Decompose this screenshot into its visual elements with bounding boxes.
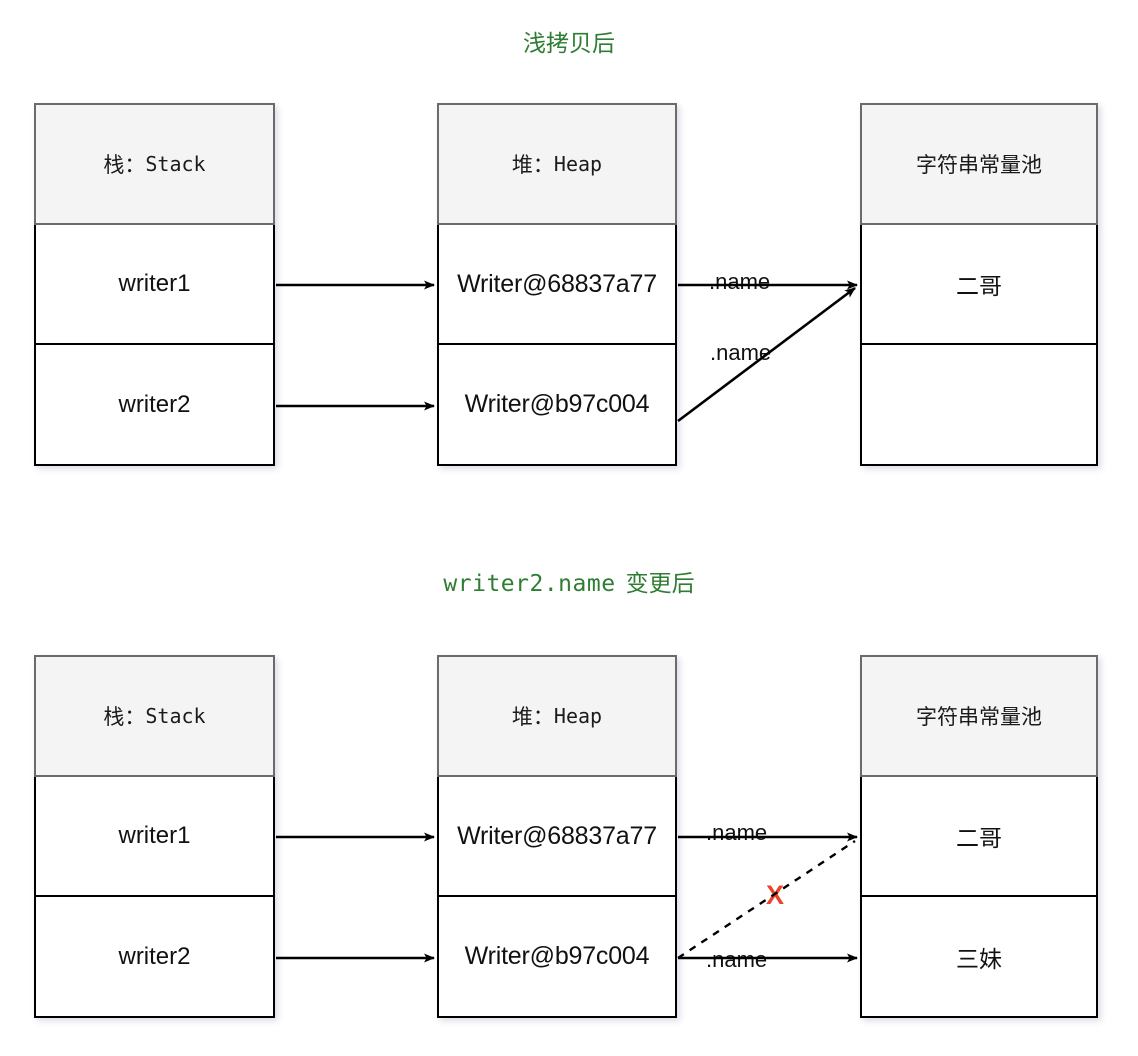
- diagram-1-edge-label-obj2-name: .name: [710, 340, 771, 366]
- diagram-1-edge-label-obj1-name-text: .name: [709, 269, 771, 294]
- diagram-2-heap-header-mono: Heap: [553, 704, 603, 728]
- diagram-2-edge-label-obj1-name: .name: [706, 820, 767, 846]
- diagram-1-heap-header: 堆：Heap: [437, 103, 677, 225]
- diagram-1-heap-row-obj2-label: Writer@b97c004: [464, 390, 650, 418]
- diagram-2-string-pool-row-1-label: 二哥: [956, 825, 1002, 851]
- broken-reference-x-glyph: X: [766, 880, 785, 910]
- diagram-1-title-text: 浅拷贝后: [523, 31, 615, 57]
- broken-reference-x-icon: X: [766, 882, 784, 909]
- diagram-1-string-pool-row-2: [860, 345, 1098, 466]
- diagram-2-stack-header-cjk: 栈：: [103, 706, 146, 729]
- diagram-1-heap-row-obj2: Writer@b97c004: [437, 345, 677, 466]
- diagram-1-string-pool-header: 字符串常量池: [860, 103, 1098, 225]
- diagram-1-stack-header-mono: Stack: [145, 152, 206, 176]
- diagram-2-edge-label-obj2-name: .name: [706, 947, 767, 973]
- diagram-1-heap-row-obj1: Writer@68837a77: [437, 225, 677, 345]
- diagram-1-heap-panel: 堆：Heap Writer@68837a77 Writer@b97c004: [437, 103, 677, 466]
- diagram-1-edge-label-obj1-name: .name: [709, 269, 770, 295]
- diagram-1-heap-row-obj1-label: Writer@68837a77: [457, 269, 657, 298]
- diagram-2-string-pool-row-1: 二哥: [860, 777, 1098, 897]
- diagram-2-heap-header: 堆：Heap: [437, 655, 677, 777]
- diagram-2-title-code: writer2.name: [443, 571, 616, 597]
- diagram-2-stack-row-writer2: writer2: [34, 897, 275, 1018]
- diagram-2-string-pool-panel: 字符串常量池 二哥 三妹: [860, 655, 1098, 1018]
- diagram-2-string-pool-row-2-label: 三妹: [956, 945, 1002, 972]
- diagram-1-stack-panel: 栈：Stack writer1 writer2: [34, 103, 275, 466]
- diagram-2-stack-row-writer1: writer1: [34, 777, 275, 897]
- diagram-1-stack-row-writer1: writer1: [34, 225, 275, 345]
- diagram-2-string-pool-row-2: 三妹: [860, 897, 1098, 1018]
- diagram-2-stack-row-writer1-label: writer1: [118, 822, 191, 849]
- diagram-2-stack-panel: 栈：Stack writer1 writer2: [34, 655, 275, 1018]
- diagram-1-heap-header-cjk: 堆：: [511, 154, 554, 177]
- diagram-1-stack-header: 栈：Stack: [34, 103, 275, 225]
- diagram-1-edge-label-obj2-name-text: .name: [710, 340, 772, 365]
- diagram-2-string-pool-header: 字符串常量池: [860, 655, 1098, 777]
- diagram-1-stack-row-writer1-label: writer1: [118, 270, 191, 297]
- diagram-2-title: writer2.name 变更后: [0, 572, 1138, 596]
- diagram-1-stack-header-cjk: 栈：: [103, 154, 146, 177]
- diagram-1-string-pool-row-1: 二哥: [860, 225, 1098, 345]
- diagram-1-string-pool-row-1-label: 二哥: [956, 273, 1002, 299]
- diagram-2-heap-row-obj2: Writer@b97c004: [437, 897, 677, 1018]
- diagram-2-edge-label-obj2-name-text: .name: [706, 947, 768, 972]
- diagram-1-title: 浅拷贝后: [0, 32, 1138, 56]
- diagram-1-string-pool-header-cjk: 字符串常量池: [916, 154, 1042, 177]
- diagram-2-heap-panel: 堆：Heap Writer@68837a77 Writer@b97c004: [437, 655, 677, 1018]
- diagram-2-heap-row-obj2-label: Writer@b97c004: [464, 942, 650, 970]
- diagram-1-heap-header-mono: Heap: [553, 152, 603, 176]
- diagram-2-edge-label-obj1-name-text: .name: [706, 820, 768, 845]
- diagram-1-string-pool-panel: 字符串常量池 二哥: [860, 103, 1098, 466]
- diagram-2-stack-header-mono: Stack: [145, 704, 206, 728]
- diagram-2-stack-row-writer2-label: writer2: [118, 942, 191, 970]
- diagram-2-stack-header: 栈：Stack: [34, 655, 275, 777]
- diagram-2-heap-header-cjk: 堆：: [511, 706, 554, 729]
- diagram-1-stack-row-writer2: writer2: [34, 345, 275, 466]
- diagram-2-heap-row-obj1-label: Writer@68837a77: [457, 821, 657, 850]
- diagram-1-stack-row-writer2-label: writer2: [118, 390, 191, 418]
- diagram-2-string-pool-header-cjk: 字符串常量池: [916, 706, 1042, 729]
- diagram-2-heap-row-obj1: Writer@68837a77: [437, 777, 677, 897]
- diagram-2-title-text: 变更后: [625, 571, 695, 597]
